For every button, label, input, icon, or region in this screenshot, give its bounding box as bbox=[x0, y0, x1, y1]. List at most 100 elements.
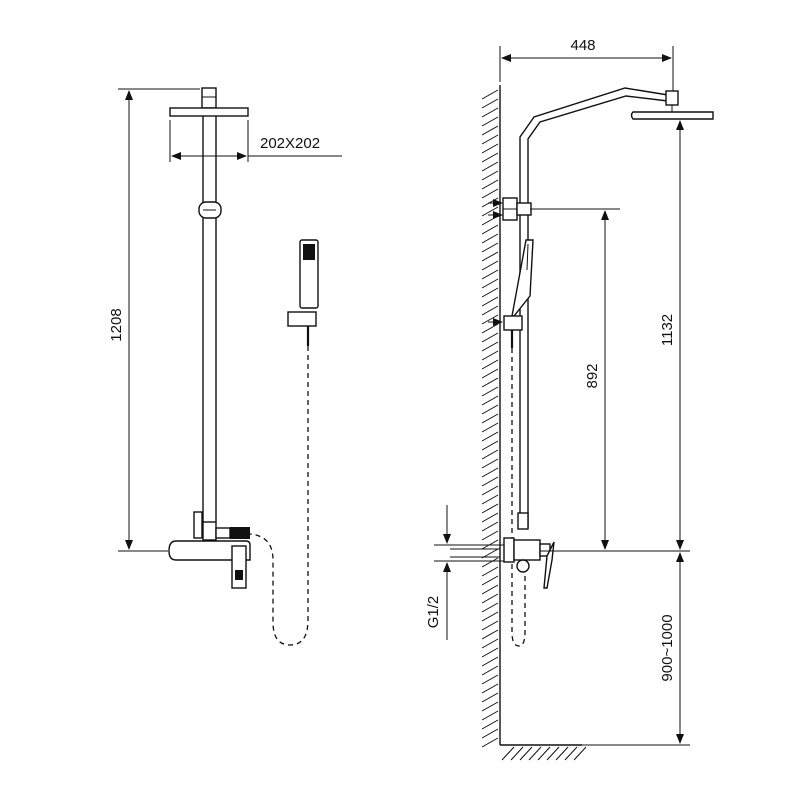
hose-front bbox=[249, 346, 309, 646]
floor-hatch-line bbox=[546, 746, 560, 761]
wall-hatch-line bbox=[481, 431, 499, 442]
wall-hatch-line bbox=[481, 386, 499, 397]
floor-hatch-line bbox=[573, 746, 587, 761]
wall-hatch-line bbox=[481, 728, 499, 739]
floor-hatch-line bbox=[537, 746, 551, 761]
wall-hatch-line bbox=[481, 152, 499, 163]
wall-hatch-line bbox=[481, 188, 499, 199]
wall-hatch-line bbox=[481, 503, 499, 514]
wall-hatch-line bbox=[481, 125, 499, 136]
wall-hatch-line bbox=[481, 719, 499, 730]
wall-hatch-line bbox=[481, 656, 499, 667]
wall-bracket-top bbox=[488, 197, 532, 221]
mixer-valve-side bbox=[450, 512, 555, 589]
wall-hatch-line bbox=[481, 701, 499, 712]
wall-hatch-line bbox=[481, 512, 499, 523]
wall-section bbox=[481, 85, 587, 761]
wall-hatch-line bbox=[481, 737, 499, 748]
shower-arm-side bbox=[519, 87, 714, 200]
wall-hatch-line bbox=[481, 521, 499, 532]
wall-hatch-line bbox=[481, 368, 499, 379]
wall-hatch-line bbox=[481, 134, 499, 145]
wall-hatch-line bbox=[481, 476, 499, 487]
wall-hatch-line bbox=[481, 287, 499, 298]
floor-hatch-line bbox=[501, 746, 515, 761]
wall-hatch-line bbox=[481, 557, 499, 568]
wall-hatch-line bbox=[481, 584, 499, 595]
arm-reach-label: 448 bbox=[570, 37, 595, 54]
wall-hatch-line bbox=[481, 413, 499, 424]
dimension-mount-height: 900~1000 bbox=[659, 552, 684, 744]
wall-hatch-line bbox=[481, 179, 499, 190]
side-view: 448 bbox=[425, 37, 714, 761]
floor-hatch-line bbox=[519, 746, 533, 761]
slider-range-label: 892 bbox=[584, 363, 601, 388]
dimension-head-height: 1132 bbox=[659, 120, 684, 550]
wall-hatch-line bbox=[481, 332, 499, 343]
wall-hatch-line bbox=[481, 665, 499, 676]
wall-hatch-line bbox=[481, 296, 499, 307]
dimension-arm-reach: 448 bbox=[499, 37, 674, 96]
wall-hatch-line bbox=[481, 467, 499, 478]
wall-hatch-line bbox=[481, 305, 499, 316]
hand-shower-front bbox=[287, 239, 319, 346]
shower-head-front bbox=[169, 87, 249, 117]
wall-hatch-line bbox=[481, 485, 499, 496]
wall-hatch-line bbox=[481, 566, 499, 577]
wall-hatch-line bbox=[481, 215, 499, 226]
wall-hatch-line bbox=[481, 242, 499, 253]
wall-hatch-line bbox=[481, 692, 499, 703]
inlet-thread-label: G1/2 bbox=[425, 596, 442, 629]
wall-hatch-line bbox=[481, 161, 499, 172]
wall-hatch-line bbox=[481, 224, 499, 235]
wall-hatch-line bbox=[481, 404, 499, 415]
wall-hatch-line bbox=[481, 116, 499, 127]
front-view: 1208 202X202 bbox=[108, 87, 342, 646]
wall-hatch-line bbox=[481, 638, 499, 649]
wall-hatch-line bbox=[481, 350, 499, 361]
floor-hatch-line bbox=[555, 746, 569, 761]
head-size-label: 202X202 bbox=[260, 135, 320, 152]
wall-hatch-line bbox=[481, 593, 499, 604]
wall-hatch-line bbox=[481, 710, 499, 721]
front-height-label: 1208 bbox=[108, 308, 125, 341]
wall-hatch-line bbox=[481, 620, 499, 631]
wall-hatch-line bbox=[481, 89, 499, 100]
wall-hatch-line bbox=[481, 575, 499, 586]
wall-hatch-line bbox=[481, 395, 499, 406]
dimension-head-size: 202X202 bbox=[169, 120, 342, 162]
floor-hatch-line bbox=[564, 746, 578, 761]
wall-hatch-line bbox=[481, 359, 499, 370]
wall-hatch-line bbox=[481, 107, 499, 118]
wall-hatch-line bbox=[481, 449, 499, 460]
wall-hatch-line bbox=[481, 494, 499, 505]
wall-hatch-line bbox=[481, 422, 499, 433]
wall-hatch-line bbox=[481, 629, 499, 640]
hand-shower-side bbox=[488, 239, 534, 647]
wall-hatch-line bbox=[481, 314, 499, 325]
wall-hatch-line bbox=[481, 143, 499, 154]
dimension-front-height: 1208 bbox=[108, 88, 200, 552]
wall-hatch-line bbox=[481, 269, 499, 280]
wall-hatch-line bbox=[481, 170, 499, 181]
wall-hatch-line bbox=[481, 341, 499, 352]
wall-hatch-line bbox=[481, 278, 499, 289]
head-height-label: 1132 bbox=[659, 314, 676, 346]
wall-hatch-line bbox=[481, 251, 499, 262]
wall-hatch-line bbox=[481, 206, 499, 217]
wall-hatch-line bbox=[481, 323, 499, 334]
mixer-valve-front bbox=[168, 511, 251, 589]
mount-height-label: 900~1000 bbox=[659, 614, 676, 681]
wall-hatch-line bbox=[481, 674, 499, 685]
wall-hatch-line bbox=[481, 683, 499, 694]
wall-hatch-line bbox=[481, 458, 499, 469]
wall-hatch-line bbox=[481, 98, 499, 109]
floor-hatch-line bbox=[528, 746, 542, 761]
wall-hatch-line bbox=[481, 530, 499, 541]
dimension-slider-range: 892 bbox=[584, 210, 609, 550]
wall-hatch-line bbox=[481, 260, 499, 271]
wall-hatch-line bbox=[481, 233, 499, 244]
wall-hatch-line bbox=[481, 377, 499, 388]
dimension-inlet-thread: G1/2 bbox=[425, 505, 504, 640]
